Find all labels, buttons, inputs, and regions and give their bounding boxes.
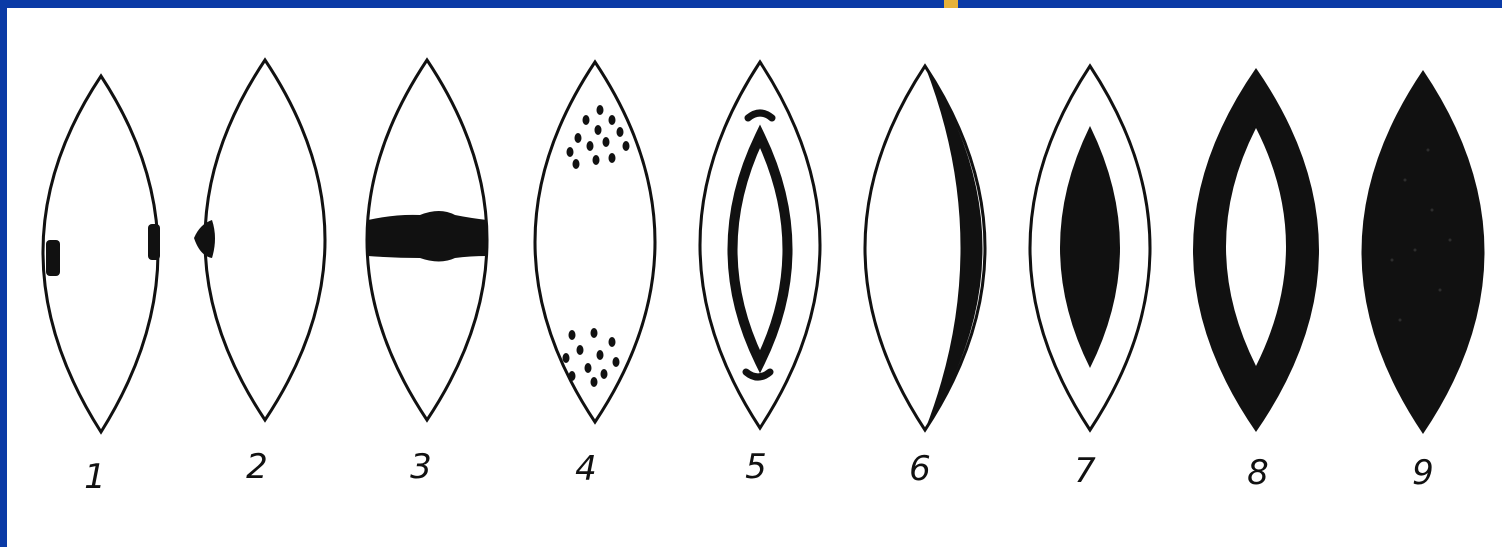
- figure-label-6: 6: [909, 449, 931, 489]
- figure-label-8: 8: [1247, 453, 1269, 493]
- figure-label-7: 7: [1074, 451, 1096, 491]
- lens-figure-8: 8: [1193, 68, 1319, 493]
- figure-label-3: 3: [410, 447, 432, 487]
- lens-figure-4: 4: [535, 62, 655, 489]
- lens-figure-9: 9: [1362, 70, 1485, 493]
- figure-label-5: 5: [745, 447, 767, 487]
- lens-figure-5: 5: [700, 62, 820, 487]
- figure-label-9: 9: [1412, 453, 1434, 493]
- lens-figure-6: 6: [865, 66, 985, 489]
- figure-label-2: 2: [246, 447, 268, 487]
- lens-figure-3: 3: [367, 60, 487, 487]
- lens-figure-1: 1: [43, 76, 160, 497]
- lens-figure-2: 2: [194, 60, 325, 487]
- lens-figure-7: 7: [1030, 66, 1150, 491]
- figure-label-1: 1: [84, 457, 106, 497]
- figure-label-4: 4: [575, 449, 597, 489]
